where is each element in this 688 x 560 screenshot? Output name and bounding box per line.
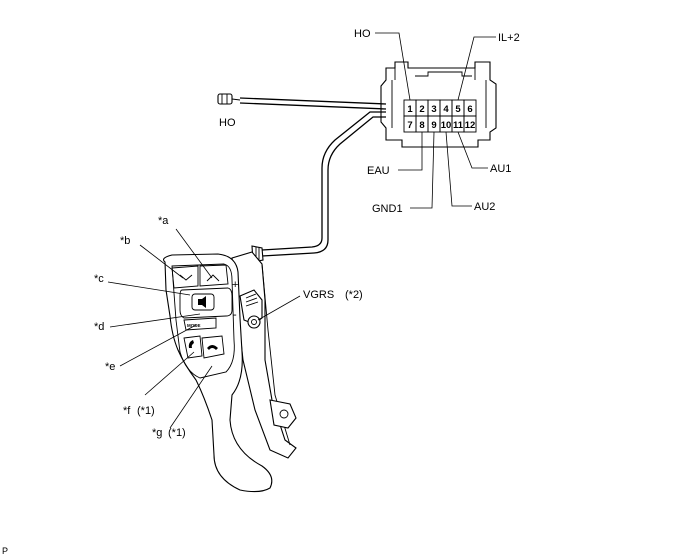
pin-7: 7: [407, 120, 412, 131]
pin-9: 9: [431, 120, 436, 131]
callout-d: *d: [94, 321, 104, 333]
chevron-up-icon: [206, 274, 220, 282]
pin-leaders: [375, 32, 496, 209]
callout-g-note: (*1): [168, 427, 186, 439]
chevron-down-icon: [179, 274, 193, 281]
seek-down-button: [171, 265, 199, 289]
wire-harness: [217, 93, 387, 263]
label-au1: AU1: [490, 163, 511, 175]
ho-terminal: [217, 93, 233, 105]
pin-12: 12: [465, 120, 476, 131]
label-ho-wire: HO: [219, 117, 236, 129]
off-hook-button: [201, 335, 225, 359]
pin-3: 3: [431, 104, 436, 115]
phone-off-hook-icon: [207, 345, 218, 350]
speaker-icon: [198, 296, 206, 308]
phone-on-hook-icon: [188, 340, 194, 348]
pin-11: 11: [453, 120, 464, 131]
label-eau: EAU: [367, 165, 390, 177]
callout-g: *g: [152, 427, 162, 439]
mode-button: [183, 317, 217, 331]
connector: 1 2 3 4 5 6 7 8 9 10 11 12: [380, 61, 497, 148]
label-au2: AU2: [474, 201, 495, 213]
callout-b: *b: [120, 235, 130, 247]
label-ho-connector: HO: [354, 28, 371, 40]
label-vgrs: VGRS: [303, 289, 334, 301]
volume-plus-mark: +: [232, 279, 238, 291]
pin-6: 6: [467, 104, 472, 115]
figure-id: P: [2, 546, 9, 556]
callout-c: *c: [94, 273, 104, 285]
on-hook-button: [183, 335, 203, 359]
label-ilp2: IL+2: [498, 32, 520, 44]
callout-e: *e: [105, 361, 115, 373]
mode-mark: MODE: [187, 323, 201, 328]
pin-5: 5: [455, 104, 461, 115]
volume-minus-mark: -: [233, 309, 237, 321]
seek-up-button: [199, 264, 229, 287]
callout-f: *f: [123, 405, 131, 417]
callout-f-note: (*1): [137, 405, 155, 417]
pin-1: 1: [407, 104, 413, 115]
pin-2: 2: [419, 104, 424, 115]
callout-a: *a: [158, 215, 169, 227]
pin-4: 4: [443, 104, 449, 115]
steering-pad-switch: + - MODE: [163, 251, 297, 493]
callout-leaders: [107, 228, 301, 429]
pin-10: 10: [441, 120, 452, 131]
label-vgrs-note: (*2): [345, 289, 363, 301]
pin-8: 8: [419, 120, 424, 131]
label-gnd1: GND1: [372, 203, 403, 215]
